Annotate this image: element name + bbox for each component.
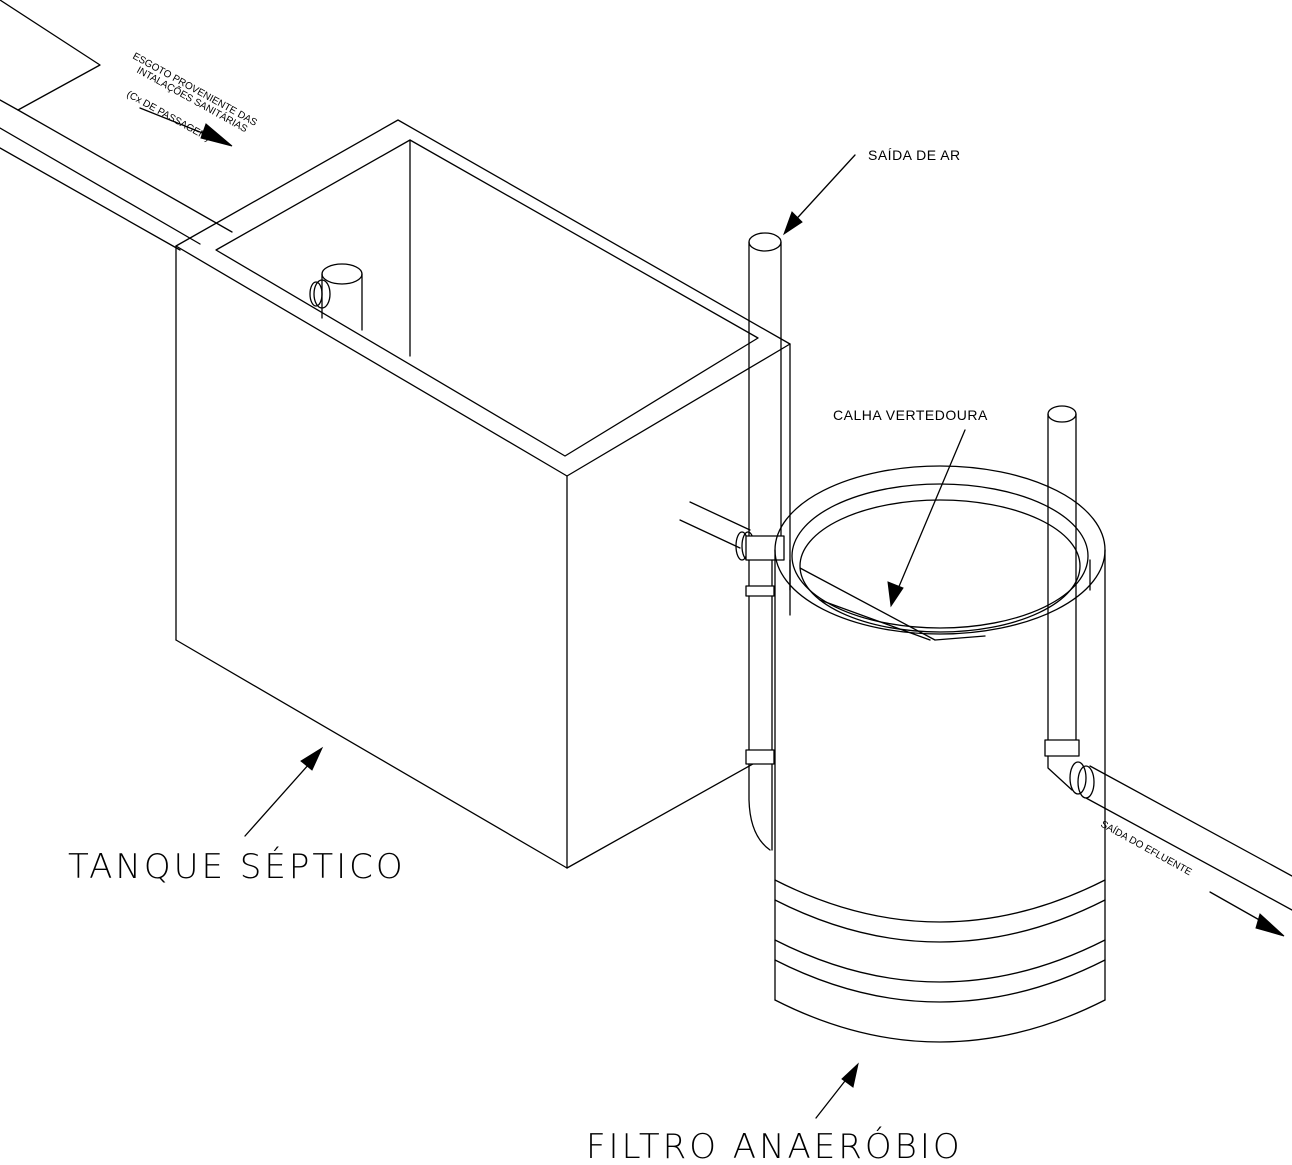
air-vent-pipe — [745, 232, 785, 851]
inlet-label-line1: ESGOTO PROVENIENTE DAS — [131, 51, 259, 129]
outlet-pipe — [1044, 405, 1292, 911]
tank-arrowhead — [300, 746, 324, 771]
anaerobic-filter — [774, 465, 1106, 1043]
inlet-channel — [0, 0, 233, 251]
inlet-arrowhead — [200, 123, 233, 147]
leader-arrows — [139, 107, 1285, 1119]
septic-tank-label: TANQUE SÉPTICO — [68, 846, 406, 887]
filter-arrowhead — [841, 1062, 859, 1088]
septic-tank — [175, 119, 791, 869]
weir-arrowhead — [887, 581, 904, 608]
effluent-arrowhead — [1255, 913, 1285, 937]
effluent-outlet-label: SAÍDA DO EFLUENTE — [1099, 817, 1195, 878]
anaerobic-filter-label: FILTRO ANAERÓBIO — [586, 1126, 963, 1165]
weir-label: CALHA VERTEDOURA — [833, 407, 988, 423]
air-arrowhead — [783, 211, 803, 236]
labels: ESGOTO PROVENIENTE DAS INTALAÇÕES SANITÁ… — [68, 51, 1195, 1165]
connection-pipe — [679, 501, 755, 561]
air-outlet-label: SAÍDA DE AR — [868, 147, 961, 163]
